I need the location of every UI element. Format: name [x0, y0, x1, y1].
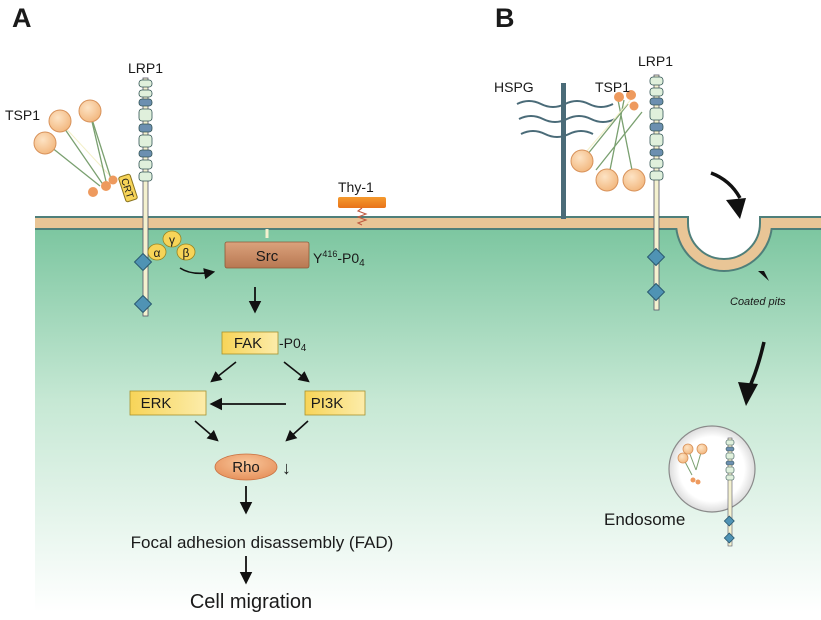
- erk-box: [129, 390, 207, 416]
- thy1-protein: [338, 197, 386, 226]
- migration-label: Cell migration: [190, 591, 312, 613]
- coated-pits-label: Coated pits: [730, 296, 786, 308]
- tsp1-label-a: TSP1: [5, 107, 40, 123]
- crt-protein: CRT: [118, 173, 138, 203]
- hspg-label: HSPG: [494, 79, 534, 95]
- coated-pit-pointer: [758, 271, 769, 281]
- g-protein: γ α β: [147, 230, 196, 261]
- erk-label: ERK: [141, 395, 172, 412]
- rho-down-indicator: ↓: [282, 458, 291, 478]
- tsp1-molecule-b: [570, 90, 646, 192]
- fad-label: Focal adhesion disassembly (FAD): [131, 533, 394, 552]
- tsp1-label-b: TSP1: [595, 79, 630, 95]
- fak-box: [221, 331, 279, 355]
- g-beta: β: [183, 246, 190, 260]
- rho-label: Rho: [232, 459, 260, 476]
- src-label: Src: [256, 248, 279, 265]
- arrow-fak-to-pi3k: [283, 361, 310, 383]
- lrp1-receptor-a: [133, 77, 153, 317]
- pi3k-label: PI3K: [311, 395, 344, 412]
- lrp1-label-a: LRP1: [128, 60, 163, 76]
- plasma-membrane: [35, 216, 821, 272]
- panel-a-letter: A: [12, 3, 32, 33]
- panel-b-letter: B: [495, 3, 515, 33]
- tsp1-molecule-a: [33, 99, 118, 197]
- arrow-pi3k-to-rho: [285, 420, 309, 442]
- internalization-arrow: [710, 171, 746, 219]
- endosome-vesicle: [668, 425, 756, 547]
- arrow-g-to-src: [179, 267, 216, 280]
- pi3k-box: [304, 390, 366, 416]
- src-phospho-label: Y416-P04: [313, 249, 365, 269]
- cytoplasm: [35, 228, 821, 612]
- lrp1-receptor-b: [646, 74, 666, 311]
- rho-ellipse: [214, 453, 278, 481]
- lrp1-label-b: LRP1: [638, 53, 673, 69]
- endocytosis-arrow: [738, 341, 766, 406]
- hspg-proteoglycan: [516, 83, 616, 219]
- g-gamma: γ: [169, 233, 175, 247]
- arrow-erk-to-rho: [194, 420, 219, 442]
- g-alpha: α: [154, 246, 161, 260]
- fak-phospho-label: -P04: [279, 335, 307, 354]
- src-box: [224, 241, 310, 269]
- crt-label: CRT: [118, 177, 135, 200]
- thy1-label: Thy-1: [338, 179, 374, 195]
- endosome-label: Endosome: [604, 510, 685, 529]
- fak-label: FAK: [234, 335, 262, 352]
- arrow-fak-to-erk: [210, 361, 237, 383]
